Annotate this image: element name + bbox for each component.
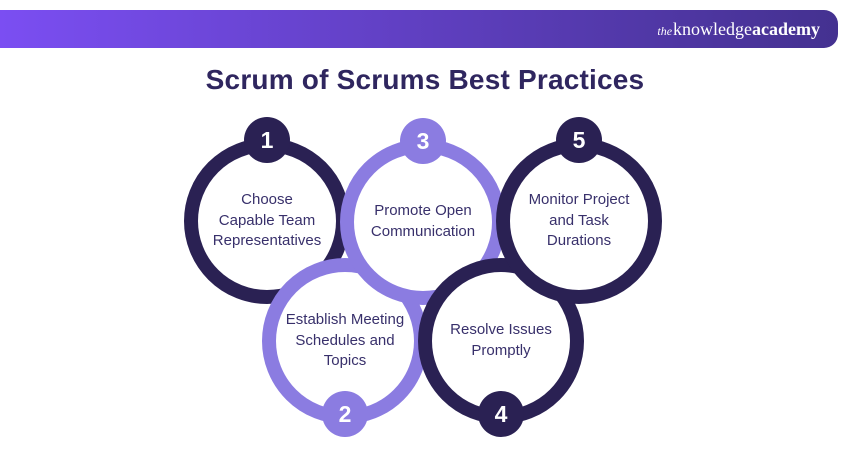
step-3-number-badge: 3 (400, 118, 446, 164)
page-title: Scrum of Scrums Best Practices (205, 64, 645, 95)
step-4-label: Resolve Issues Promptly (450, 321, 552, 359)
step-5-number: 5 (572, 126, 586, 153)
step-1-label: Choose Capable Team Representatives (212, 190, 322, 250)
logo-word-academy: academy (752, 19, 820, 39)
step-4-number-badge: 4 (478, 391, 524, 437)
step-2-number: 2 (338, 400, 352, 427)
step-5-label: Monitor Project and Task Durations (528, 190, 630, 250)
logo-word-the: the (657, 24, 673, 38)
step-1-number-badge: 1 (244, 117, 290, 163)
step-2-label: Establish Meeting Schedules and Topics (285, 310, 405, 370)
step-circle-5: 5 Monitor Project and Task Durations (496, 117, 662, 304)
step-3-number: 3 (416, 127, 430, 154)
step-1-number: 1 (260, 126, 274, 153)
step-5-number-badge: 5 (556, 117, 602, 163)
step-4-number: 4 (494, 400, 508, 427)
logo-word-knowledge: knowledge (673, 19, 753, 39)
step-3-label: Promote Open Communication (370, 202, 476, 240)
step-2-number-badge: 2 (322, 391, 368, 437)
